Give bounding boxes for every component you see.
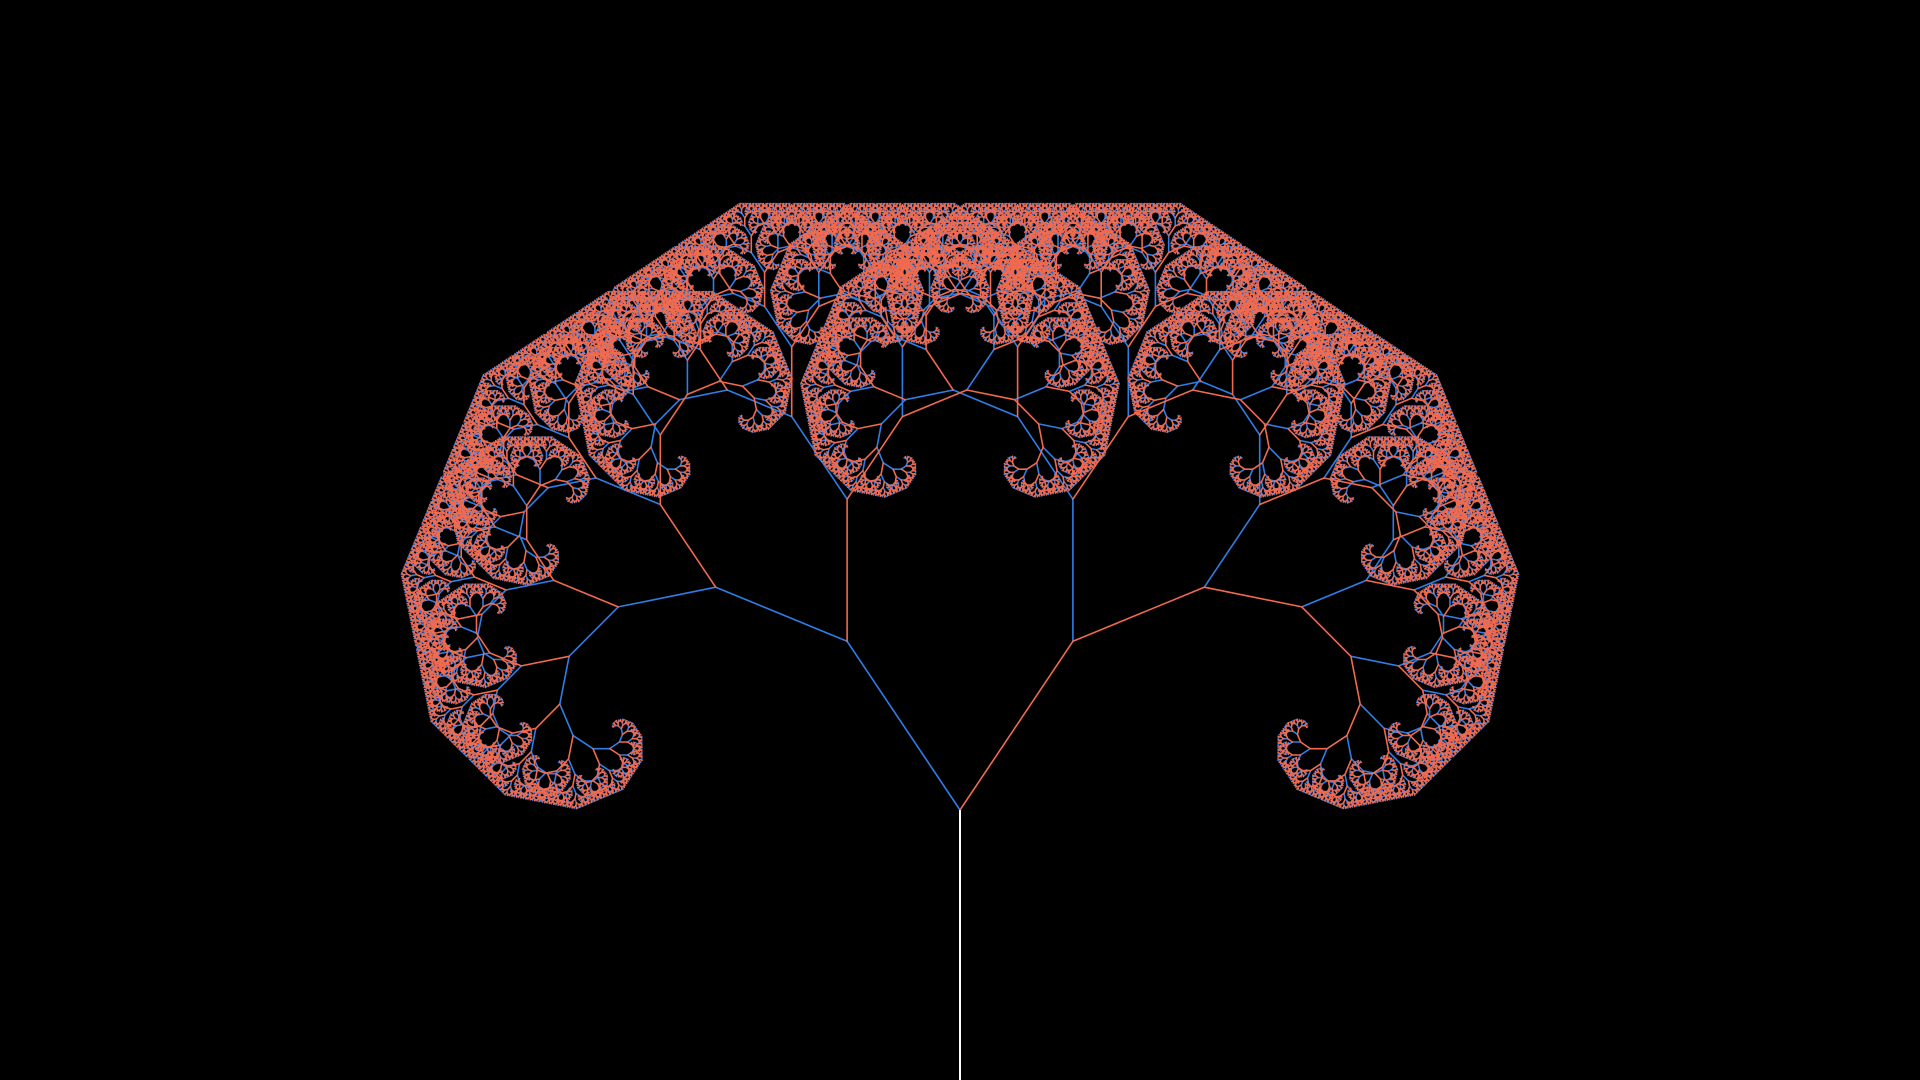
right-branches	[400, 202, 1520, 811]
branch-group	[400, 202, 1520, 811]
